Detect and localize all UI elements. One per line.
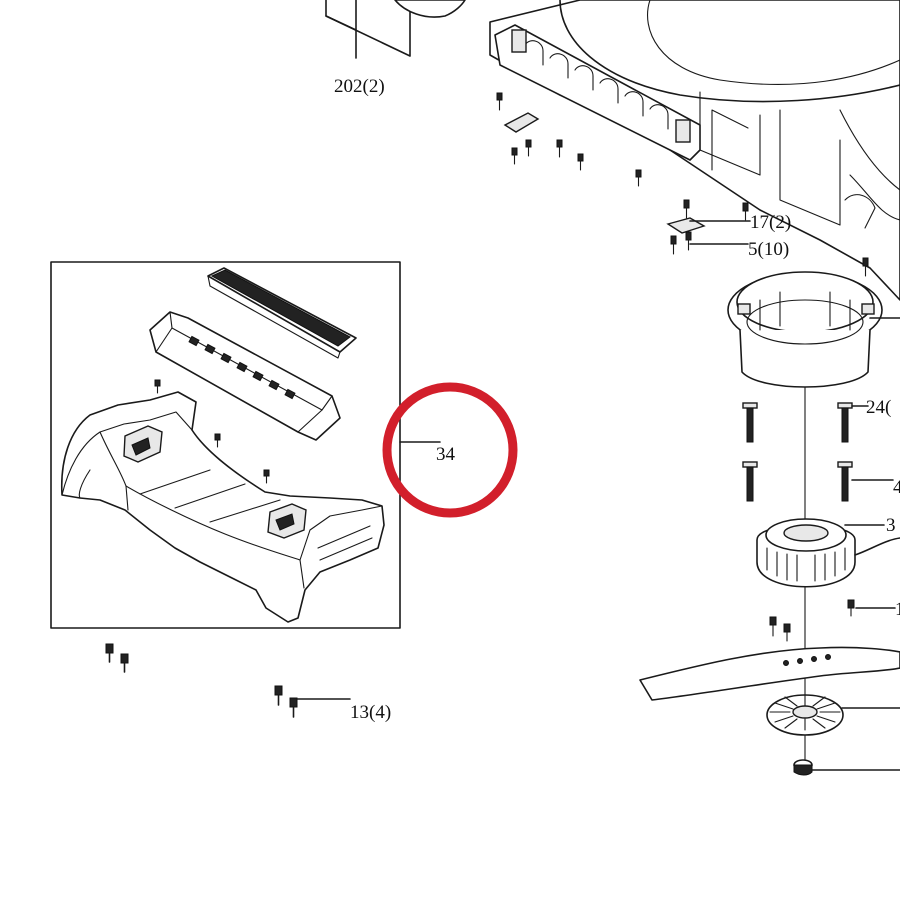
part-5-screws [670, 231, 869, 277]
deck-ribs [524, 40, 669, 130]
callout-34: 34 [436, 444, 456, 465]
callout-17: 17(2) [750, 212, 791, 233]
flap-screws [154, 379, 270, 484]
motor-screws [769, 599, 896, 642]
part-24-bolts [742, 402, 894, 502]
callout-202: 202(2) [334, 76, 385, 97]
rear-rubber-strip [207, 267, 357, 359]
clamp-bar-slots [188, 335, 296, 400]
callout-1: 1 [895, 599, 900, 620]
callout-13: 13(4) [350, 702, 391, 723]
callout-3: 3 [886, 515, 896, 536]
blade-nut [793, 759, 900, 776]
callout-5: 5(10) [748, 239, 789, 260]
callout-4: 4 [893, 477, 900, 498]
part-13-screws [105, 643, 351, 718]
mower-deck-front [489, 0, 900, 301]
motor [756, 518, 900, 588]
highlight-circle [382, 382, 518, 518]
part-202-bracket [325, 0, 466, 59]
motor-mount-flange [727, 271, 900, 388]
part-34-frame [50, 261, 401, 629]
callout-24: 24( [866, 397, 891, 418]
rear-flap-body [60, 391, 385, 623]
deck-screws [496, 92, 642, 187]
cutting-blade [639, 646, 900, 701]
blade-fan [766, 694, 900, 736]
part-17-clips [666, 199, 751, 234]
rear-clamp-bar [149, 311, 341, 441]
